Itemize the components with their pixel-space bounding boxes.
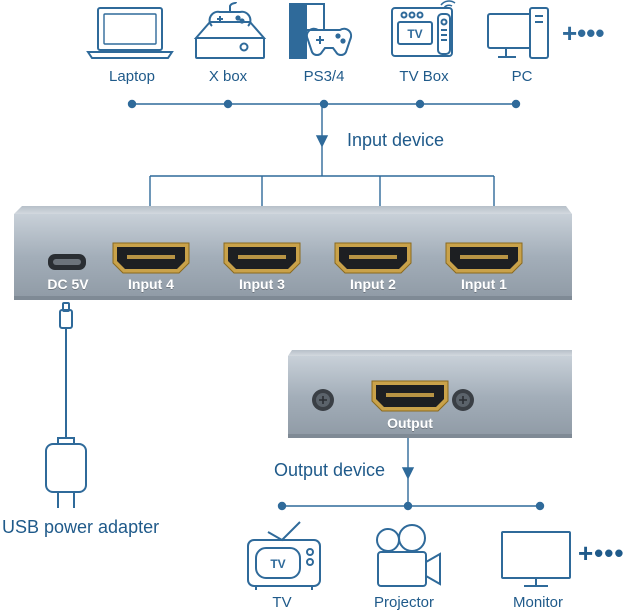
svg-text:TV: TV [407, 27, 422, 41]
device-label-laptop: Laptop [109, 68, 155, 85]
hdmi-port-input-3 [223, 242, 301, 274]
device-label-pc: PC [511, 68, 533, 85]
hdmi-port-output [371, 380, 449, 412]
hdmi-port-input-2 [334, 242, 412, 274]
hdmi-port-input-1 [445, 242, 523, 274]
game-console-icon [193, 1, 267, 59]
port-label-input-4: Input 4 [128, 276, 174, 292]
device-label-tv: TV [272, 594, 292, 611]
device-label-tvbox: TV Box [399, 68, 449, 85]
laptop-icon [86, 7, 174, 59]
usb-power-adapter-icon [45, 302, 87, 508]
output-more-indicator: +••• [578, 538, 625, 568]
output-device-label: Output device [274, 460, 386, 480]
tv-box-icon: TV [391, 0, 456, 57]
device-label-monitor: Monitor [512, 594, 564, 611]
device-label-xbox: X box [208, 68, 248, 85]
device-label-projector: Projector [373, 594, 435, 611]
usb-power-adapter-label: USB power adapter [2, 517, 160, 537]
desktop-pc-icon [487, 7, 549, 59]
port-label-input-1: Input 1 [461, 276, 507, 292]
output-switch-box [288, 350, 572, 438]
output-port-label: Output [387, 415, 433, 431]
port-label-input-2: Input 2 [350, 276, 396, 292]
monitor-icon [501, 531, 571, 587]
ps-console-icon [289, 3, 352, 59]
screw-right [452, 389, 474, 411]
hdmi-port-input-4 [112, 242, 190, 274]
port-label-input-3: Input 3 [239, 276, 285, 292]
output-bus-line [277, 438, 545, 511]
tv-icon: TV [247, 521, 321, 590]
svg-text:TV: TV [270, 557, 285, 571]
input-device-label: Input device [347, 130, 445, 150]
dc-port-label: DC 5V [47, 276, 89, 292]
screw-left [312, 389, 334, 411]
input-more-indicator: +••• [562, 18, 605, 48]
dc-power-port [48, 254, 86, 270]
device-label-ps: PS3/4 [303, 68, 345, 85]
projector-icon [376, 524, 441, 587]
